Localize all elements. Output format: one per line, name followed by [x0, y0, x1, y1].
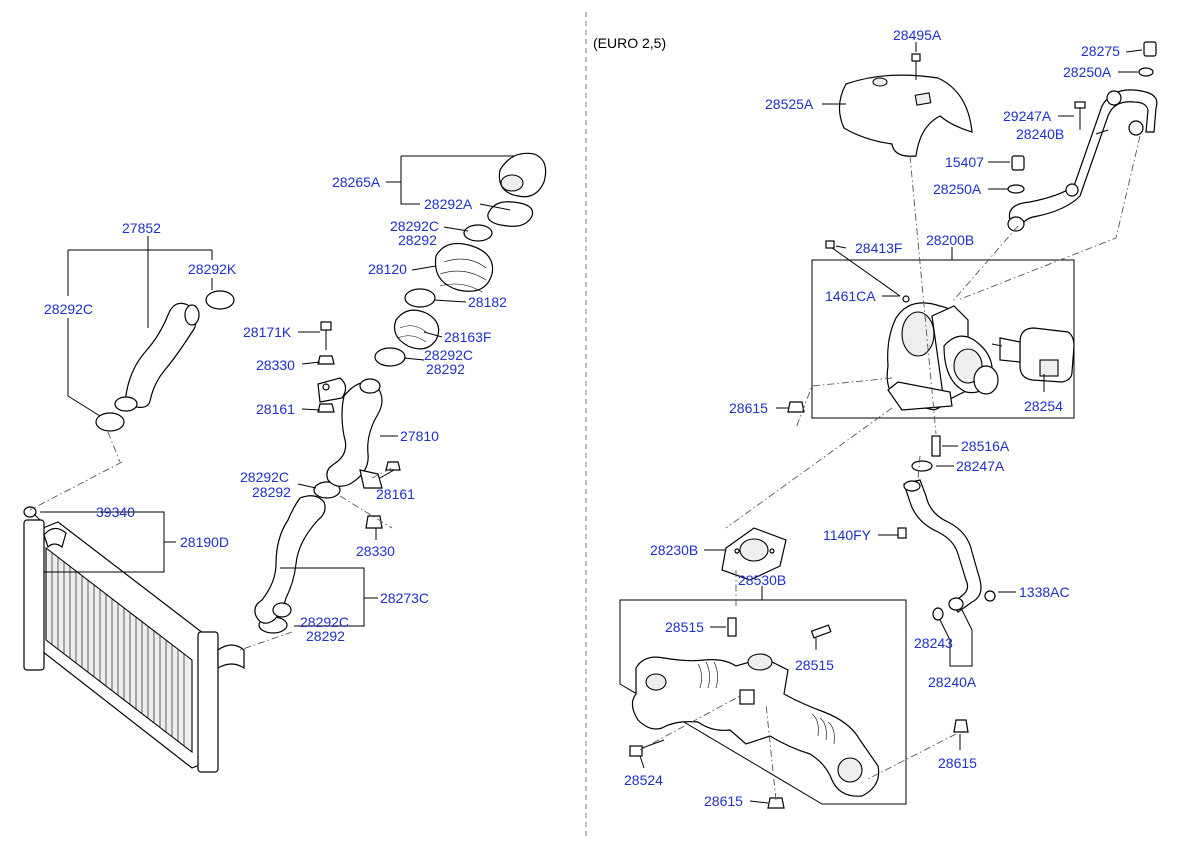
- hose-part: [254, 495, 326, 624]
- label-1140FY[interactable]: 1140FY: [823, 527, 872, 543]
- label-28413F[interactable]: 28413F: [855, 240, 902, 256]
- leader-lines: [40, 155, 514, 627]
- label-27810[interactable]: 27810: [400, 428, 439, 444]
- label-28200B[interactable]: 28200B: [926, 232, 974, 248]
- oil-pipe-part: [1007, 41, 1158, 232]
- label-28254[interactable]: 28254: [1024, 398, 1063, 414]
- label-28240B[interactable]: 28240B: [1016, 126, 1064, 142]
- label-29247A[interactable]: 29247A: [1003, 108, 1052, 124]
- intercooler-part: [23, 506, 245, 773]
- label-28330[interactable]: 28330: [256, 357, 295, 373]
- label-28292C[interactable]: 28292C: [424, 347, 473, 363]
- label-28516A[interactable]: 28516A: [961, 438, 1010, 454]
- label-28292[interactable]: 28292: [252, 484, 291, 500]
- label-28292A[interactable]: 28292A: [424, 196, 473, 212]
- label-1461CA[interactable]: 1461CA: [825, 288, 876, 304]
- manifold-assembly-box: [619, 599, 907, 805]
- label-27852[interactable]: 27852: [122, 220, 161, 236]
- fastener-part: [629, 401, 996, 809]
- label-28182[interactable]: 28182: [468, 294, 507, 310]
- label-28250A[interactable]: 28250A: [1063, 64, 1112, 80]
- hose-part: [393, 152, 547, 350]
- label-15407[interactable]: 15407: [945, 154, 984, 170]
- label-28292K[interactable]: 28292K: [188, 261, 237, 277]
- label-28530B[interactable]: 28530B: [738, 572, 786, 588]
- label-28615[interactable]: 28615: [704, 793, 743, 809]
- label-28292[interactable]: 28292: [306, 628, 345, 644]
- oil-return-pipe-part: [903, 479, 982, 613]
- label-28292C[interactable]: 28292C: [300, 614, 349, 630]
- label-28292C[interactable]: 28292C: [240, 469, 289, 485]
- label-28292C[interactable]: 28292C: [390, 218, 439, 234]
- manifold-part: [631, 653, 880, 797]
- assembly-line: [29, 431, 393, 651]
- label-28190D[interactable]: 28190D: [180, 534, 229, 550]
- assembly-line: [639, 135, 1141, 801]
- label-28250A[interactable]: 28250A: [933, 181, 982, 197]
- label-28243[interactable]: 28243: [914, 635, 953, 651]
- clamp-part: [95, 224, 493, 634]
- label-28161[interactable]: 28161: [256, 401, 295, 417]
- hose-part: [114, 302, 200, 412]
- label-28524[interactable]: 28524: [624, 772, 663, 788]
- heat-shield-part: [838, 53, 973, 157]
- label-28171K[interactable]: 28171K: [243, 324, 292, 340]
- label-28615[interactable]: 28615: [938, 755, 977, 771]
- label-28330[interactable]: 28330: [356, 543, 395, 559]
- label-28247A[interactable]: 28247A: [956, 458, 1005, 474]
- turbo-assembly-box: [811, 259, 1075, 419]
- variant-note: (EURO 2,5): [593, 35, 666, 51]
- label-28515[interactable]: 28515: [665, 619, 704, 635]
- label-28275[interactable]: 28275: [1081, 43, 1120, 59]
- label-28161[interactable]: 28161: [376, 486, 415, 502]
- label-39340[interactable]: 39340: [96, 504, 135, 520]
- label-28265A[interactable]: 28265A: [332, 174, 381, 190]
- label-28292[interactable]: 28292: [426, 361, 465, 377]
- label-28525A[interactable]: 28525A: [765, 96, 814, 112]
- pipe-part: [317, 377, 383, 489]
- leader-lines: [639, 42, 1143, 804]
- label-28292C[interactable]: 28292C: [44, 301, 93, 317]
- label-28292[interactable]: 28292: [398, 232, 437, 248]
- label-28515[interactable]: 28515: [795, 657, 834, 673]
- label-28120[interactable]: 28120: [368, 261, 407, 277]
- label-28495A[interactable]: 28495A: [893, 27, 942, 43]
- label-28240A[interactable]: 28240A: [928, 674, 977, 690]
- gasket-part: [721, 527, 787, 581]
- actuator-part: [991, 327, 1075, 383]
- label-1338AC[interactable]: 1338AC: [1019, 584, 1070, 600]
- turbocharger-part: [825, 240, 999, 411]
- bolt-part: [317, 321, 401, 529]
- label-28273C[interactable]: 28273C: [380, 590, 429, 606]
- label-28615[interactable]: 28615: [729, 400, 768, 416]
- label-28163F[interactable]: 28163F: [444, 329, 491, 345]
- label-28230B[interactable]: 28230B: [650, 542, 698, 558]
